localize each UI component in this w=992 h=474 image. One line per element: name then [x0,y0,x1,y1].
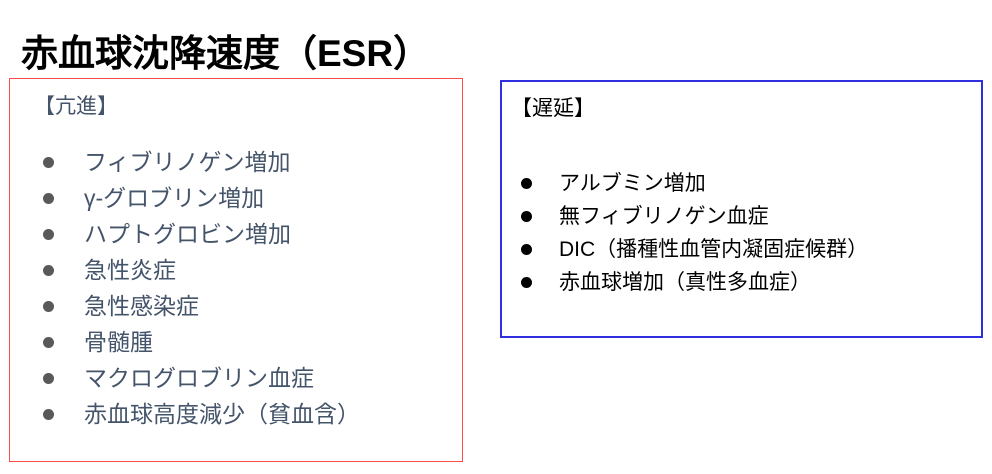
delayed-list: アルブミン増加 無フィブリノゲン血症 DIC（播種性血管内凝固症候群） 赤血球増… [521,167,868,299]
bullet-icon [521,178,532,189]
list-item: 赤血球高度減少（貧血含） [43,396,360,432]
list-item-label: 赤血球高度減少（貧血含） [84,401,360,427]
list-item: アルブミン増加 [521,167,868,200]
bullet-icon [43,193,54,204]
bullet-icon [521,277,532,288]
list-item-label: 骨髄腫 [84,329,153,355]
bullet-icon [43,373,54,384]
list-item-label: DIC（播種性血管内凝固症候群） [559,238,869,261]
list-item-label: 赤血球増加（真性多血症） [559,271,811,294]
bullet-icon [43,157,54,168]
list-item: ハプトグロビン増加 [43,216,360,252]
list-item: 急性炎症 [43,252,360,288]
bullet-icon [43,409,54,420]
list-item: フィブリノゲン増加 [43,144,360,180]
list-item: 無フィブリノゲン血症 [521,200,868,233]
bullet-icon [521,244,532,255]
list-item: 急性感染症 [43,288,360,324]
bullet-icon [43,229,54,240]
list-item: 赤血球増加（真性多血症） [521,266,868,299]
panel-accelerated: 【亢進】 フィブリノゲン増加 γ-グロブリン増加 ハプトグロビン増加 急性炎症 … [9,78,463,462]
list-item-label: 急性感染症 [84,293,199,319]
bullet-icon [43,265,54,276]
accelerated-list: フィブリノゲン増加 γ-グロブリン増加 ハプトグロビン増加 急性炎症 急性感染症… [43,144,360,432]
list-item-label: 急性炎症 [84,257,176,283]
list-item: γ-グロブリン増加 [43,180,360,216]
panel-delayed-heading: 【遅延】 [511,97,595,120]
bullet-icon [43,301,54,312]
list-item-label: γ-グロブリン増加 [84,185,265,211]
list-item-label: 無フィブリノゲン血症 [559,205,769,228]
list-item: マクログロブリン血症 [43,360,360,396]
page-title: 赤血球沈降速度（ESR） [21,32,431,74]
list-item: DIC（播種性血管内凝固症候群） [521,233,868,266]
panel-accelerated-heading: 【亢進】 [34,95,118,118]
list-item-label: マクログロブリン血症 [84,365,314,391]
list-item-label: ハプトグロビン増加 [84,221,291,247]
list-item-label: フィブリノゲン増加 [84,149,291,175]
list-item: 骨髄腫 [43,324,360,360]
panel-delayed: 【遅延】 アルブミン増加 無フィブリノゲン血症 DIC（播種性血管内凝固症候群）… [500,80,983,338]
bullet-icon [43,337,54,348]
list-item-label: アルブミン増加 [559,172,706,195]
bullet-icon [521,211,532,222]
